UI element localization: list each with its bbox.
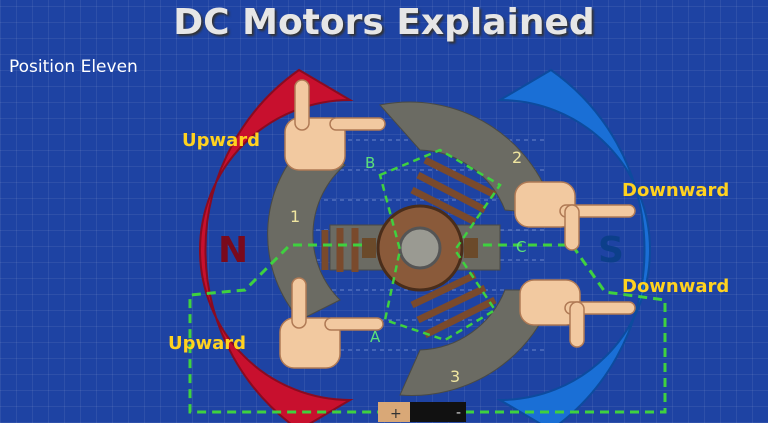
battery-positive: + [390,406,402,422]
north-label: N [218,230,248,271]
position-label: Position Eleven [9,57,138,77]
brush-left [362,238,376,258]
contact-c-label: C [516,238,526,256]
force-label-top-left: Upward [182,130,260,151]
shaft [398,226,442,270]
armature-coils [321,156,497,339]
brush-right [464,238,478,258]
north-magnet [199,68,354,423]
pole-1-label: 1 [290,207,300,226]
battery: + - [378,402,466,422]
force-label-top-right: Downward [622,180,729,201]
south-label: S [598,230,624,271]
circuit-wire [188,243,667,414]
coil-wire [378,148,502,342]
hand-top-right [514,181,636,251]
pole-2-label: 2 [512,148,522,167]
hand-bottom-right [519,279,636,348]
pole-3-label: 3 [450,367,460,386]
video-title: DC Motors Explained [173,2,595,43]
force-label-bottom-right: Downward [622,276,729,297]
contact-a-label: A [370,328,381,346]
hand-top-left [284,79,386,171]
hand-bottom-left [279,277,384,369]
south-magnet [496,68,651,423]
battery-negative: - [456,405,461,421]
force-label-bottom-left: Upward [168,333,246,354]
rotor-pole-3 [399,289,556,396]
contact-b-label: B [365,154,375,172]
